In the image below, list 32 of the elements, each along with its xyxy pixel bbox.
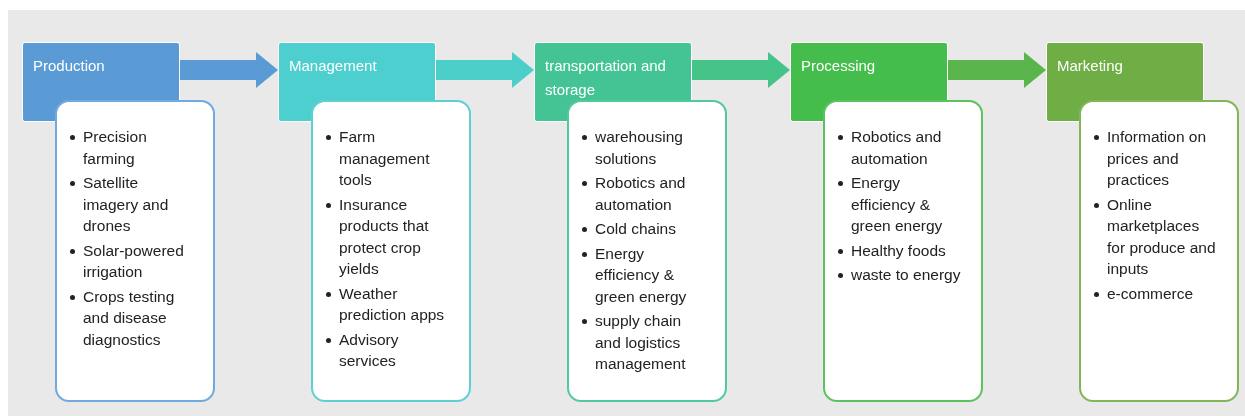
bullet-list-card [55,100,215,402]
stage-title: Management [289,56,378,76]
bullet-item: waste to energy [851,265,962,285]
stage-title: Processing [801,56,877,76]
bullet-item: Healthy foods [851,240,947,261]
block-arrow [948,52,1046,88]
bullet-item: Crops testing and disease diagnostics [83,286,176,350]
bullet-item: supply chain and logistics management [595,311,687,374]
stage-title: Marketing [1057,56,1124,76]
stage-title: Production [33,56,106,76]
bullet-item: Energy efficiency & green energy [851,173,944,236]
bullet-item: Advisory services [339,329,400,371]
bullet-item: Robotics and automation [851,127,943,169]
bullet-item: Satellite imagery and drones [83,173,170,236]
bullet-item: Information on prices and practices [1107,127,1208,190]
bullet-item: Farm management tools [339,127,431,190]
bullet-list-card [311,100,471,402]
bullet-item: Insurance products that protect crop yields [339,194,430,279]
stage-title: transportation and storage [545,56,667,100]
bullet-list-card [823,100,983,402]
bullet-item: Cold chains [595,219,677,239]
bullet-item: e-commerce [1107,283,1195,304]
bullet-item: Precision farming [83,127,148,169]
bullet-list-card [567,100,727,402]
bullet-list-card [1079,100,1239,402]
bullet-item: Weather prediction apps [339,283,446,325]
block-arrow [436,52,534,88]
bullet-item: Robotics and automation [595,173,687,215]
bullet-item: Solar-powered irrigation [83,240,185,282]
block-arrow [180,52,278,88]
bullet-item: warehousing solutions [595,127,684,169]
block-arrow [692,52,790,88]
